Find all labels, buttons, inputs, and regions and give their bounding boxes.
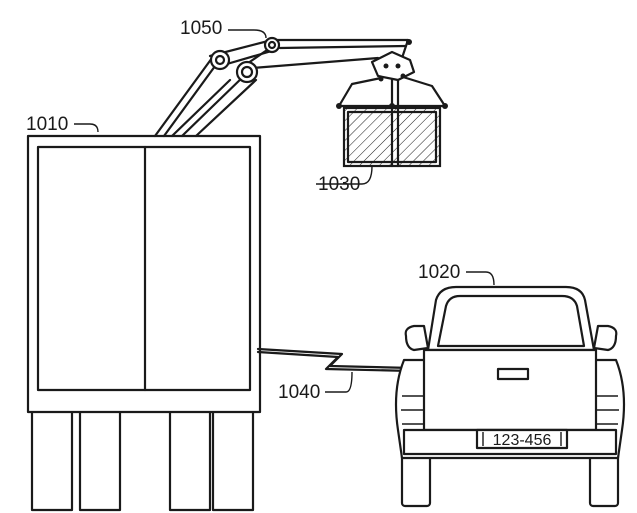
arm-strut: [162, 60, 220, 138]
arm-joint: [209, 49, 231, 71]
truck-wheel: [400, 450, 432, 508]
arm-joint: [240, 65, 254, 79]
package-1030: [342, 106, 442, 168]
arm-boom: [250, 56, 380, 70]
license-plate-text: 123-456: [493, 432, 552, 449]
arm-joint: [214, 54, 226, 66]
truck-mirror: [404, 324, 430, 352]
structure-leg: [211, 408, 255, 512]
label-1050: 1050: [180, 18, 222, 39]
label-1020: 1020: [418, 262, 460, 283]
arm-strut: [153, 56, 214, 138]
robotic-arm-1050: [153, 36, 448, 138]
label-1040: 1040: [278, 382, 320, 403]
gripper-pivot: [336, 103, 342, 109]
leader-1040: [325, 371, 353, 393]
gripper-pivot: [442, 103, 448, 109]
wireless-link-1040: [256, 347, 414, 373]
structure-leg: [30, 408, 74, 512]
arm-boom: [278, 44, 408, 50]
structure-leg: [168, 408, 212, 512]
leader-1020: [466, 271, 495, 286]
truck-rear-window: [436, 294, 586, 348]
gripper-pivot: [395, 63, 401, 69]
arm-joint: [235, 60, 259, 84]
gripper-pivot: [383, 63, 389, 69]
gripper-head: [370, 50, 416, 82]
truck-wheel: [588, 450, 620, 508]
reference-labels: 1050 1010 1030 1020 1040: [26, 18, 495, 403]
fender-rib: [596, 395, 619, 425]
truck-tailgate: [422, 348, 598, 432]
arm-joint: [406, 39, 412, 45]
arm-joint: [263, 36, 281, 54]
arm-strut: [194, 78, 258, 138]
structure-leg: [78, 408, 122, 512]
structure-1010: [26, 134, 262, 512]
gripper-finger: [401, 75, 447, 108]
leader-1050: [228, 29, 267, 39]
license-plate: [475, 428, 569, 450]
label-1010: 1010: [26, 114, 68, 135]
arm-joint: [267, 40, 277, 50]
truck-1020: 123-456: [394, 285, 626, 508]
truck-cab: [426, 285, 596, 352]
leader-1030: [316, 165, 373, 185]
arm-strut: [170, 78, 232, 138]
truck-mirror: [592, 324, 618, 352]
arm-strut: [180, 72, 248, 138]
gripper-finger: [337, 76, 383, 108]
leader-1010: [74, 123, 99, 133]
fender-rib: [401, 395, 424, 425]
tailgate-handle: [496, 367, 530, 381]
